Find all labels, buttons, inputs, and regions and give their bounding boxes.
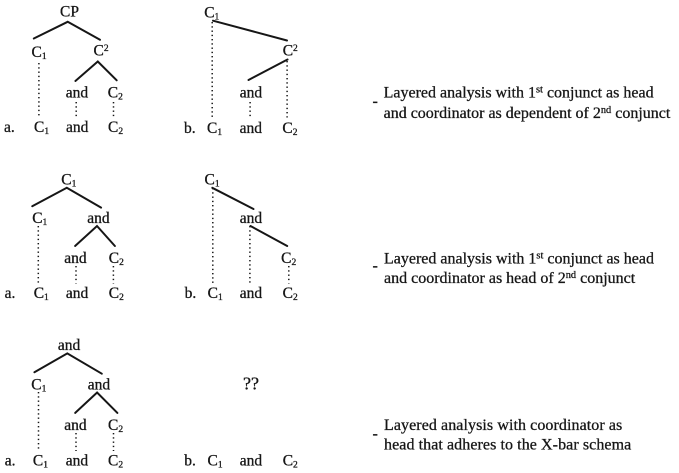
svg-text:a.: a.: [5, 285, 16, 302]
svg-text:-: -: [373, 258, 378, 275]
svg-text:and: and: [64, 417, 87, 434]
svg-text:and: and: [66, 119, 89, 136]
svg-text:a.: a.: [5, 453, 16, 470]
svg-text:and: and: [66, 453, 89, 470]
svg-text:-: -: [373, 93, 378, 110]
svg-text:and coordinator as head of 2nd: and coordinator as head of 2nd conjunct: [384, 270, 636, 287]
svg-text:and coordinator as dependent o: and coordinator as dependent of 2nd conj…: [384, 105, 671, 122]
svg-text:Layered analysis with 1st conj: Layered analysis with 1st conjunct as he…: [384, 85, 654, 102]
svg-text:-: -: [373, 426, 378, 443]
svg-text:b.: b.: [184, 120, 196, 137]
svg-text:and: and: [240, 120, 263, 137]
svg-text:and: and: [66, 84, 89, 101]
svg-text:and: and: [58, 337, 81, 354]
svg-text:CP: CP: [60, 4, 79, 21]
svg-text:and: and: [87, 210, 110, 227]
svg-text:head that adheres to the X-bar: head that adheres to the X-bar schema: [384, 436, 631, 453]
svg-text:b.: b.: [184, 453, 196, 470]
svg-text:and: and: [66, 285, 89, 302]
svg-text:Layered analysis with 1st conj: Layered analysis with 1st conjunct as he…: [384, 251, 654, 268]
svg-text:Layered analysis with coordina: Layered analysis with coordinator as: [384, 417, 622, 434]
svg-text:and: and: [240, 453, 263, 470]
svg-text:b.: b.: [185, 285, 197, 302]
svg-text:and: and: [88, 376, 111, 393]
svg-text:and: and: [240, 210, 263, 227]
svg-text:??: ??: [243, 374, 259, 394]
svg-text:and: and: [240, 85, 263, 102]
svg-text:and: and: [64, 250, 87, 267]
svg-text:a.: a.: [4, 119, 15, 136]
svg-text:and: and: [240, 285, 263, 302]
